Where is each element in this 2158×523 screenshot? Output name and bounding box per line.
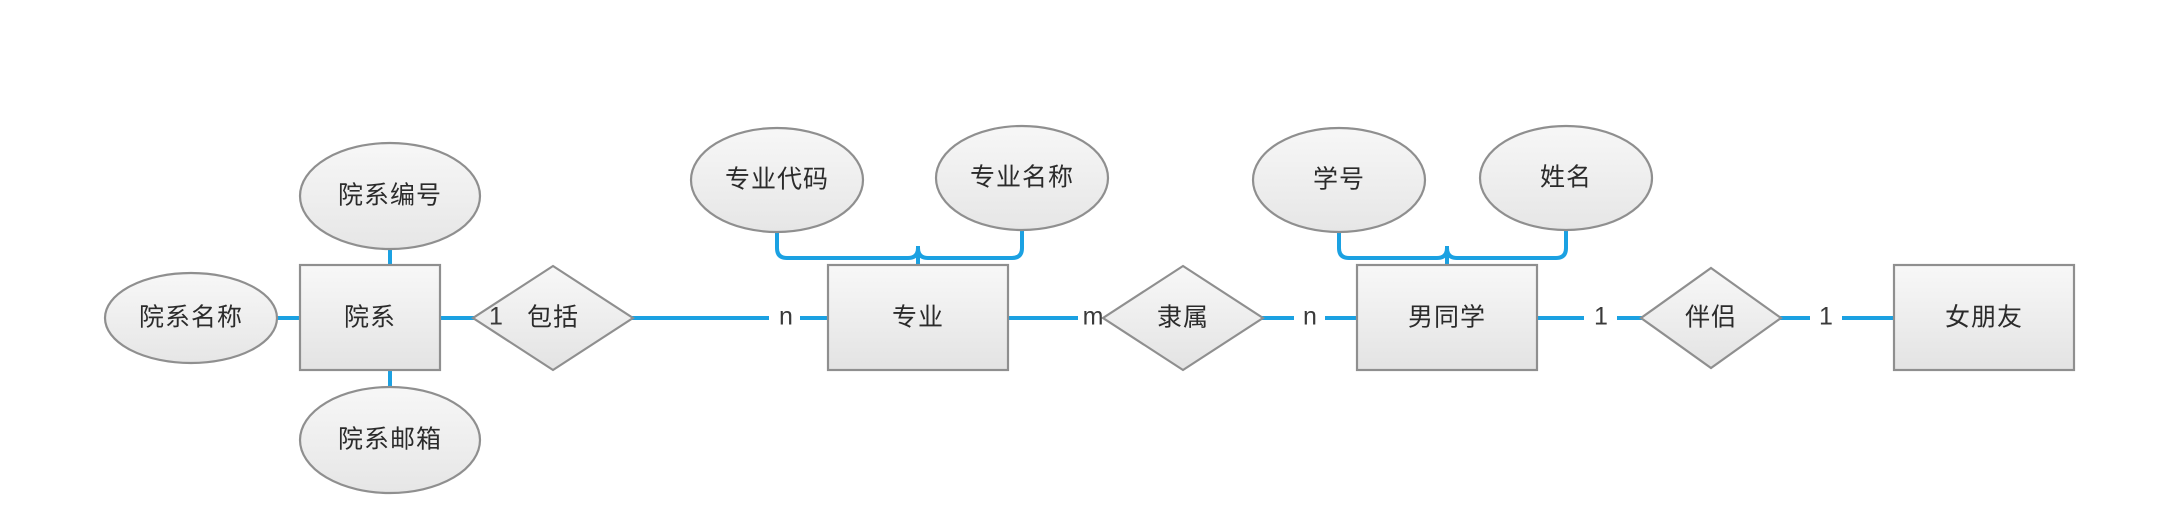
cardinality-label-yuanxi-baokuo: 1 (489, 303, 503, 331)
relationship-layer: 包括 隶属 伴侣 (470, 264, 1783, 372)
relationship-node-baokuo[interactable]: 包括 (470, 264, 636, 372)
attribute-label: 院系编号 (338, 182, 442, 210)
attribute-label: 学号 (1313, 166, 1365, 194)
relationship-label: 隶属 (1157, 304, 1209, 332)
entity-node-nupengyou[interactable]: 女朋友 (1892, 263, 2076, 372)
connector-zhuanye-mingcheng-branch (916, 229, 1024, 260)
entity-node-zhuanye[interactable]: 专业 (826, 263, 1010, 372)
attribute-node-zhuanye-daima[interactable]: 专业代码 (689, 126, 865, 234)
attribute-label: 院系邮箱 (338, 426, 442, 454)
cardinality-label-baokuo-zhuanye: n (779, 303, 793, 331)
entity-layer: 院系 专业 男同学 女朋友 (298, 263, 2076, 372)
diamond-shape (1639, 266, 1783, 370)
relationship-label: 伴侣 (1685, 304, 1737, 332)
entity-label: 专业 (892, 304, 944, 332)
entity-node-yuanxi[interactable]: 院系 (298, 263, 442, 372)
ellipse-shape (689, 126, 865, 234)
attribute-label: 专业名称 (970, 164, 1074, 192)
cardinality-label-banlv-nupengyou: 1 (1819, 303, 1833, 331)
rect-shape (1355, 263, 1539, 372)
cardinality-label-nantongxue-banlv: 1 (1594, 303, 1608, 331)
attribute-node-xingming[interactable]: 姓名 (1478, 124, 1654, 232)
attribute-label: 姓名 (1540, 164, 1592, 192)
rect-shape (298, 263, 442, 372)
attribute-label: 专业代码 (725, 166, 829, 194)
entity-label: 院系 (344, 304, 396, 332)
connector-zhuanye-daima-branch (775, 231, 920, 260)
ellipse-shape (934, 124, 1110, 232)
rect-shape (826, 263, 1010, 372)
attribute-node-zhuanye-mingcheng[interactable]: 专业名称 (934, 124, 1110, 232)
cardinality-label-zhuanye-lishu: m (1083, 303, 1104, 331)
ellipse-shape (298, 385, 482, 495)
diamond-shape (1100, 264, 1266, 372)
attribute-node-yuanxi-bianhao[interactable]: 院系编号 (298, 141, 482, 251)
cardinality-layer: 1 n m n 1 1 (489, 303, 1833, 331)
ellipse-shape (298, 141, 482, 251)
connector-xuehao-branch (1337, 231, 1449, 260)
rect-shape (1892, 263, 2076, 372)
relationship-node-banlv[interactable]: 伴侣 (1639, 266, 1783, 370)
relationship-node-lishu[interactable]: 隶属 (1100, 264, 1266, 372)
cardinality-label-lishu-nantongxue: n (1303, 303, 1317, 331)
attribute-node-xuehao[interactable]: 学号 (1251, 126, 1427, 234)
ellipse-shape (103, 271, 279, 365)
ellipse-shape (1478, 124, 1654, 232)
attribute-label: 院系名称 (139, 304, 243, 332)
entity-label: 男同学 (1408, 304, 1486, 332)
diamond-shape (470, 264, 636, 372)
relationship-label: 包括 (527, 304, 579, 332)
attribute-node-yuanxi-mingcheng[interactable]: 院系名称 (103, 271, 279, 365)
ellipse-shape (1251, 126, 1427, 234)
attribute-node-yuanxi-youxiang[interactable]: 院系邮箱 (298, 385, 482, 495)
entity-label: 女朋友 (1945, 304, 2023, 332)
entity-node-nantongxue[interactable]: 男同学 (1355, 263, 1539, 372)
connector-xingming-branch (1445, 229, 1568, 260)
attribute-layer: 院系编号 院系名称 院系邮箱 专业代码 专业名称 学号 (103, 124, 1654, 495)
